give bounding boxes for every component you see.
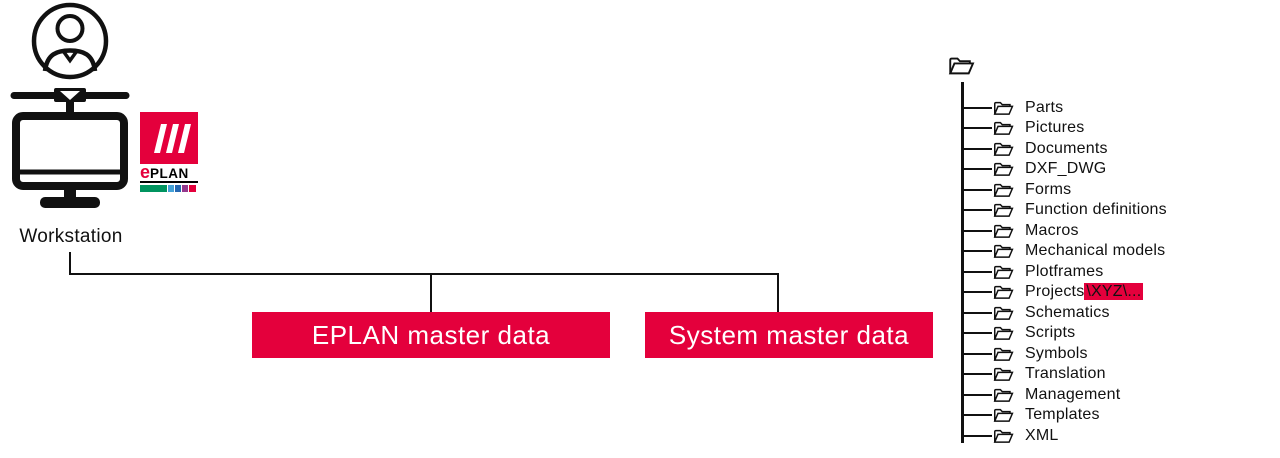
tree-item-dxf-dwg: DXF_DWG xyxy=(962,159,1106,179)
folder-icon xyxy=(994,265,1014,279)
tree-item-label: Pictures xyxy=(1025,119,1085,136)
eplan-logo-e: e xyxy=(140,162,151,182)
tree-branch-line xyxy=(962,209,992,211)
folder-icon xyxy=(994,203,1014,217)
connector-horizontal xyxy=(69,273,779,275)
tree-item-templates: Templates xyxy=(962,405,1100,425)
tree-branch-line xyxy=(962,189,992,191)
tree-item-label-text: Projects xyxy=(1025,283,1085,300)
tree-branch-line xyxy=(962,414,992,416)
tree-branch-line xyxy=(962,271,992,273)
folder-icon xyxy=(994,183,1014,197)
tree-branch-line xyxy=(962,230,992,232)
tree-item-xml: XML xyxy=(962,426,1059,446)
eplan-logo-slashes-icon xyxy=(140,112,198,164)
tree-item-symbols: Symbols xyxy=(962,344,1088,364)
folder-icon xyxy=(994,121,1014,135)
folder-icon xyxy=(994,367,1014,381)
connector-drop-eplan xyxy=(430,273,432,312)
tree-branch-line xyxy=(962,373,992,375)
folder-icon xyxy=(994,101,1014,115)
tree-item-label: Projects\XYZ\... xyxy=(1025,282,1144,302)
tree-item-management: Management xyxy=(962,385,1120,405)
tree-branch-line xyxy=(962,291,992,293)
tree-item-function-definitions: Function definitions xyxy=(962,200,1167,220)
tree-branch-line xyxy=(962,353,992,355)
tree-item-label: Schematics xyxy=(1025,304,1110,321)
person-icon xyxy=(31,2,109,80)
tree-branch-line xyxy=(962,250,992,252)
folder-icon xyxy=(994,224,1014,238)
tree-item-translation: Translation xyxy=(962,364,1106,384)
tree-item-label: Forms xyxy=(1025,181,1072,198)
connector-workstation-vertical xyxy=(69,252,71,274)
folder-icon xyxy=(994,306,1014,320)
connector-drop-system xyxy=(777,273,779,312)
tree-item-label: Function definitions xyxy=(1025,201,1167,218)
projects-path-highlight: \XYZ\... xyxy=(1084,283,1144,300)
tree-item-label: Symbols xyxy=(1025,345,1088,362)
folder-icon xyxy=(994,326,1014,340)
folder-icon xyxy=(994,388,1014,402)
folder-icon xyxy=(994,285,1014,299)
tree-item-parts: Parts xyxy=(962,98,1063,118)
tree-item-projects: Projects\XYZ\... xyxy=(962,282,1144,302)
tree-branch-line xyxy=(962,107,992,109)
tree-branch-line xyxy=(962,168,992,170)
tree-item-label: Plotframes xyxy=(1025,263,1104,280)
tree-item-label: Translation xyxy=(1025,365,1106,382)
tree-item-schematics: Schematics xyxy=(962,303,1110,323)
workstation-monitor-icon xyxy=(10,88,130,208)
folder-icon xyxy=(994,162,1014,176)
tree-item-label: Parts xyxy=(1025,99,1064,116)
tree-item-label: DXF_DWG xyxy=(1025,160,1107,177)
tree-branch-line xyxy=(962,435,992,437)
system-master-data-box: System master data xyxy=(645,312,933,358)
tree-item-label: Templates xyxy=(1025,406,1100,423)
eplan-master-data-box: EPLAN master data xyxy=(252,312,610,358)
tree-item-label: Macros xyxy=(1025,222,1079,239)
folder-icon xyxy=(994,429,1014,443)
tree-item-documents: Documents xyxy=(962,139,1108,159)
eplan-logo-colorbar xyxy=(140,185,198,192)
tree-item-label: XML xyxy=(1025,427,1059,444)
root-folder-icon xyxy=(949,57,974,75)
tree-branch-line xyxy=(962,332,992,334)
tree-trunk-line xyxy=(961,82,964,443)
eplan-logo-plan: PLAN xyxy=(150,166,189,181)
tree-item-macros: Macros xyxy=(962,221,1079,241)
tree-item-scripts: Scripts xyxy=(962,323,1075,343)
workstation-label: Workstation xyxy=(19,226,123,247)
tree-item-label: Management xyxy=(1025,386,1121,403)
tree-branch-line xyxy=(962,127,992,129)
folder-icon xyxy=(994,244,1014,258)
tree-item-mechanical-models: Mechanical models xyxy=(962,241,1165,261)
tree-item-pictures: Pictures xyxy=(962,118,1084,138)
tree-item-plotframes: Plotframes xyxy=(962,262,1103,282)
folder-icon xyxy=(994,408,1014,422)
tree-branch-line xyxy=(962,148,992,150)
tree-item-label: Scripts xyxy=(1025,324,1076,341)
tree-item-label: Mechanical models xyxy=(1025,242,1166,259)
tree-branch-line xyxy=(962,394,992,396)
folder-icon xyxy=(994,347,1014,361)
tree-item-forms: Forms xyxy=(962,180,1071,200)
tree-item-label: Documents xyxy=(1025,140,1108,157)
tree-branch-line xyxy=(962,312,992,314)
folder-icon xyxy=(994,142,1014,156)
